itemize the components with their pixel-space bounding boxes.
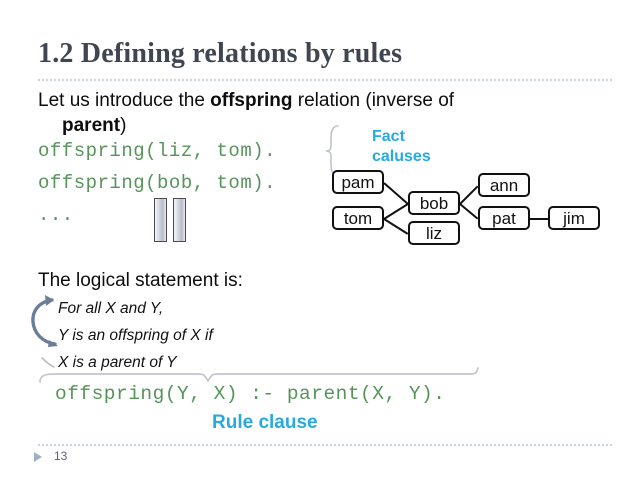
pause-bars-icon bbox=[154, 198, 188, 242]
pause-bar-left bbox=[154, 198, 167, 242]
tree-node-pam: pam bbox=[332, 170, 384, 194]
tree-edge-pat-jim bbox=[530, 218, 548, 220]
intro-line-1: Let us introduce the offspring relation … bbox=[38, 90, 454, 113]
logical-statement-line-2: Y is an offspring of X if bbox=[58, 327, 213, 344]
intro-keyword-parent: parent bbox=[62, 115, 121, 136]
tree-edge-tom-bob bbox=[383, 203, 409, 220]
tree-node-ann: ann bbox=[478, 173, 530, 197]
tree-node-bob: bob bbox=[408, 191, 460, 215]
curved-arrow-icon bbox=[31, 298, 57, 346]
fact-callout-line-1: Fact bbox=[372, 128, 405, 145]
page-title: 1.2 Defining relations by rules bbox=[38, 38, 403, 69]
intro-line-2: parent) bbox=[62, 115, 126, 138]
fact-clause-1: offspring(liz, tom). bbox=[38, 140, 277, 162]
tree-node-tom: tom bbox=[332, 206, 384, 230]
fact-callout-line-2: caluses bbox=[372, 148, 431, 166]
fact-clauses-callout: Fact caluses bbox=[372, 127, 431, 168]
intro-close-paren: ) bbox=[120, 115, 127, 136]
footer-divider bbox=[38, 444, 612, 446]
logical-statement-line-1: For all X and Y, bbox=[58, 300, 164, 317]
triangle-right-icon bbox=[34, 452, 42, 462]
title-divider bbox=[38, 79, 612, 81]
rule-clause-callout: Rule clause bbox=[212, 412, 318, 433]
intro-prefix: Let us introduce the bbox=[38, 90, 211, 111]
tree-node-jim: jim bbox=[548, 206, 600, 230]
tree-edge-pam-bob bbox=[383, 182, 409, 205]
tree-edge-tom-liz bbox=[383, 218, 409, 235]
curved-arrow-head-icon bbox=[45, 295, 54, 306]
intro-keyword-offspring: offspring bbox=[210, 90, 293, 111]
logical-statement-heading: The logical statement is: bbox=[38, 270, 243, 291]
logical-statement-line-3: X is a parent of Y bbox=[58, 354, 177, 371]
tree-edge-bob-pat bbox=[459, 203, 479, 220]
page-number: 13 bbox=[54, 449, 68, 463]
fact-clause-ellipsis: ... bbox=[38, 204, 74, 226]
rule-clause-code: offspring(Y, X) :- parent(X, Y). bbox=[55, 383, 446, 405]
tree-node-pat: pat bbox=[478, 206, 530, 230]
tree-edge-bob-ann bbox=[459, 185, 479, 205]
curved-arrow-tail-icon bbox=[48, 340, 58, 347]
pause-bar-right bbox=[173, 198, 186, 242]
tree-node-liz: liz bbox=[408, 221, 460, 245]
fact-clause-2: offspring(bob, tom). bbox=[38, 172, 277, 194]
logic-line3-tick-icon bbox=[41, 357, 55, 368]
intro-suffix: relation (inverse of bbox=[292, 90, 455, 111]
